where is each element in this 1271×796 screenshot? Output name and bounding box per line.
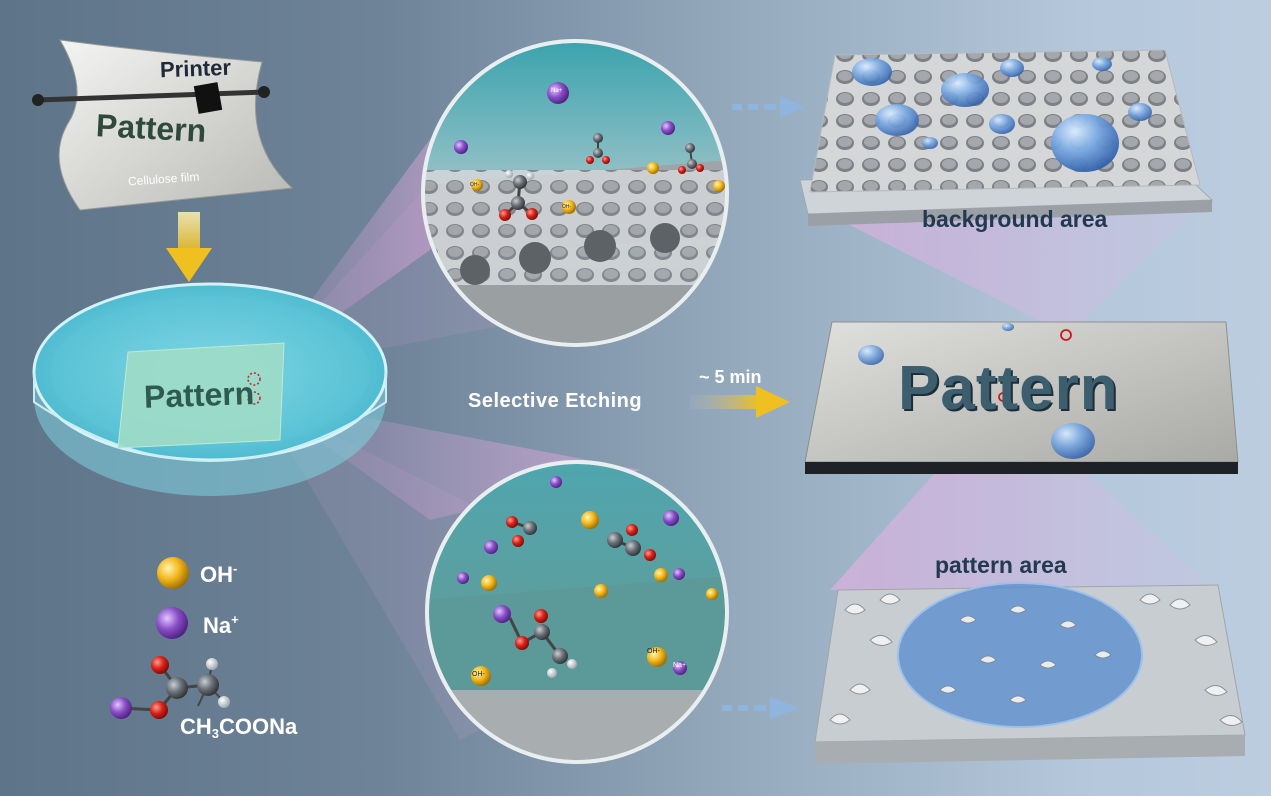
legend-na-base: Na — [203, 613, 232, 638]
acetate-molecule-icon — [110, 656, 230, 719]
printer-label: Printer — [159, 54, 232, 83]
legend-na-sup: + — [231, 612, 239, 627]
dashed-arrow-top — [732, 96, 806, 118]
oh-ion-label-4: OH- — [472, 671, 485, 678]
background-area-label: background area — [922, 206, 1108, 232]
honeycomb-background — [799, 49, 1214, 226]
oh-ion-label-2: OH- — [562, 204, 572, 210]
na-ion-icon — [156, 607, 188, 639]
legend-acetate: CH3COONa — [180, 714, 297, 741]
dish-pattern-text: Pattern — [143, 375, 255, 415]
legend-acetate-s1: 3 — [211, 726, 220, 741]
zoom-cone-result-bottom — [830, 397, 1210, 590]
paper-pattern-text: Pattern — [95, 107, 208, 149]
result-plate — [804, 321, 1239, 474]
down-arrow — [166, 212, 212, 282]
zoom-cone-result-top — [820, 210, 1195, 335]
oh-ion-label-3: OH- — [647, 648, 660, 655]
petri-dish — [32, 282, 388, 496]
legend-oh-base: OH — [200, 562, 233, 587]
oh-ion-label-1: OH- — [470, 182, 480, 188]
legend-oh: OH- — [200, 561, 237, 588]
selective-etching-label: Selective Etching — [468, 390, 643, 412]
legend-acetate-p1: CH — [180, 714, 212, 739]
legend-na: Na+ — [203, 612, 239, 639]
dashed-arrow-bottom — [722, 697, 800, 719]
pattern-area-label: pattern area — [935, 552, 1067, 578]
na-ion-label-2: Na+ — [673, 662, 687, 669]
etching-arrow — [690, 386, 790, 418]
zoom-circle-top — [421, 39, 729, 347]
printer-paper — [32, 39, 294, 211]
etching-time-label: ~ 5 min — [699, 367, 762, 387]
oh-ion-icon — [157, 557, 189, 589]
legend-oh-sup: - — [233, 561, 238, 576]
result-pattern-text: Pattern — [898, 354, 1119, 423]
na-ion-label-1: Na+ — [551, 88, 563, 94]
legend-acetate-p2: COONa — [219, 714, 298, 739]
pattern-area-illustration — [814, 582, 1246, 764]
